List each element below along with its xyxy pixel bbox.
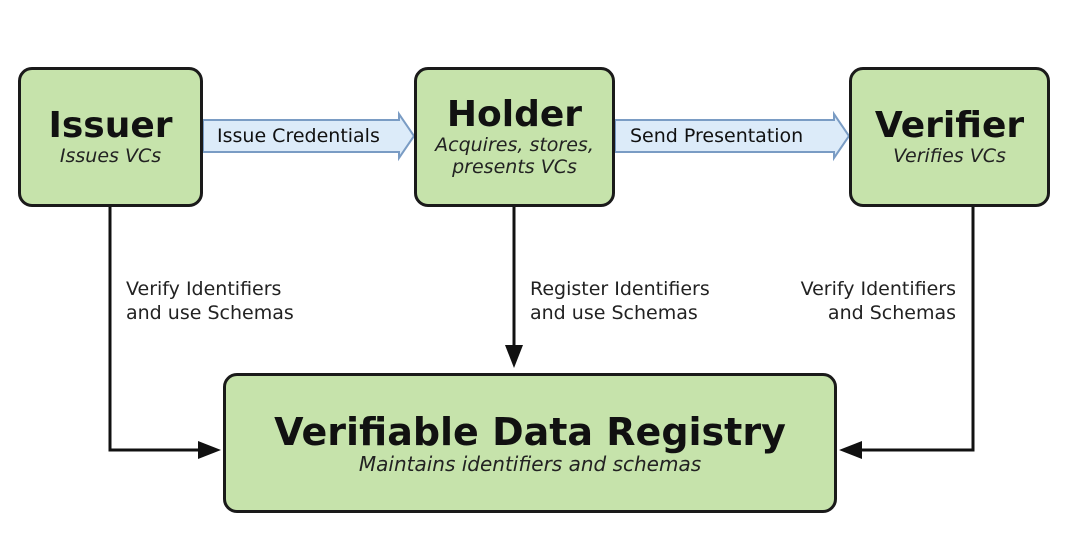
issuer-registry-label-line-1: Verify Identifiers [126,278,282,300]
holder-subtitle-line-2: presents VCs [452,156,577,178]
holder-registry-label-line-1: Register Identifiers [530,278,710,300]
verifier-node: Verifier Verifies VCs [849,67,1050,207]
holder-to-registry-arrowhead [505,345,523,368]
verifier-to-registry-line [862,207,975,452]
holder-node: Holder Acquires, stores, presents VCs [414,67,615,207]
issue-credentials-arrow [202,110,416,162]
verifier-registry-label: Verify Identifiers and Schemas [780,277,956,325]
verifier-registry-label-line-2: and Schemas [827,302,956,324]
holder-registry-label-line-2: and use Schemas [530,302,698,324]
registry-node: Verifiable Data Registry Maintains ident… [223,373,837,513]
send-presentation-label: Send Presentation [630,125,804,147]
holder-title: Holder [446,94,583,135]
issuer-title: Issuer [48,105,173,146]
verifier-registry-label-line-1: Verify Identifiers [800,278,956,300]
verifier-to-registry-arrowhead [839,441,862,459]
send-presentation-arrow [614,110,851,162]
issuer-registry-label: Verify Identifiers and use Schemas [126,277,294,325]
issuer-node: Issuer Issues VCs [18,67,203,207]
registry-title: Verifiable Data Registry [274,410,786,454]
verifier-subtitle: Verifies VCs [893,145,1006,167]
issuer-to-registry-arrowhead [198,441,221,459]
issuer-subtitle: Issues VCs [59,145,162,167]
issue-credentials-label: Issue Credentials [217,125,380,147]
holder-registry-label: Register Identifiers and use Schemas [530,277,710,325]
issuer-registry-label-line-2: and use Schemas [126,302,294,324]
registry-subtitle: Maintains identifiers and schemas [358,452,702,476]
holder-subtitle-line-1: Acquires, stores, [435,134,594,156]
issuer-to-registry-line [108,207,198,452]
verifier-title: Verifier [874,105,1025,146]
